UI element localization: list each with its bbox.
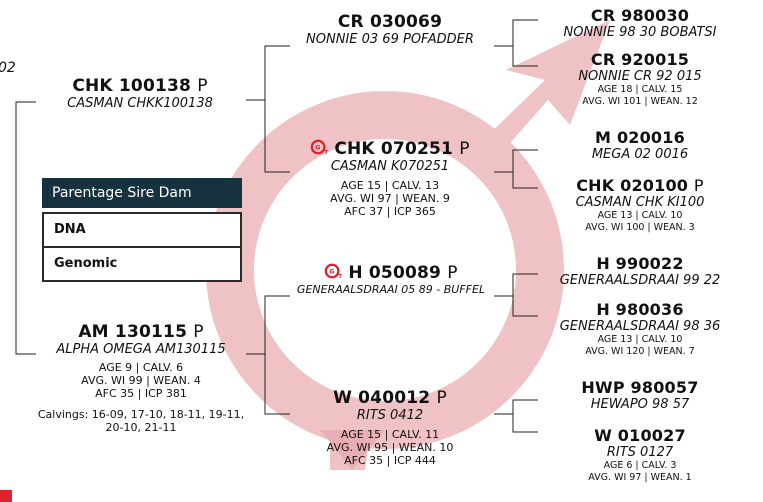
legend-item-genomic: Genomic <box>42 248 242 282</box>
ggp-block: CR 980030 NONNIE 98 30 BOBATSI <box>540 6 740 40</box>
ggp-block: H 990022 GENERAALSDRAAI 99 22 <box>530 254 750 288</box>
dam-dam-stat: AFC 35 | ICP 444 <box>290 454 490 467</box>
dam-dam-stat: AGE 15 | CALV. 11 <box>290 428 490 441</box>
ggp-stat: AVG. WI 101 | WEAN. 12 <box>540 96 740 108</box>
ggp-block: W 010027 RITS 0127 AGE 6 | CALV. 3 AVG. … <box>540 426 740 483</box>
dam-stat: AGE 9 | CALV. 6 <box>36 361 246 374</box>
sire-id: CHK 100138 P <box>40 76 240 96</box>
ggp-block: CHK 020100 P CASMAN CHK KI100 AGE 13 | C… <box>540 176 740 233</box>
svg-text:T: T <box>339 274 343 280</box>
sire-sire-block: CR 030069 NONNIE 03 69 POFADDER <box>290 12 490 47</box>
sire-name: CASMAN CHKK100138 <box>40 96 240 111</box>
ggp-id: W 010027 <box>540 426 740 445</box>
ggp-stat: AVG. WI 120 | WEAN. 7 <box>530 346 750 358</box>
partial-left-text: 02 <box>0 60 16 76</box>
ggp-block: HWP 980057 HEWAPO 98 57 <box>540 378 740 412</box>
ggp-block: H 980036 GENERAALSDRAAI 98 36 AGE 13 | C… <box>530 300 750 357</box>
dam-stat: AFC 35 | ICP 381 <box>36 387 246 400</box>
legend-header: Parentage Sire Dam <box>42 178 242 208</box>
ggp-name: HEWAPO 98 57 <box>540 397 740 412</box>
ggp-id: M 020016 <box>540 128 740 147</box>
ggp-stat: AGE 6 | CALV. 3 <box>540 460 740 472</box>
dam-stat: AVG. WI 99 | WEAN. 4 <box>36 374 246 387</box>
legend: Parentage Sire Dam DNA Genomic <box>42 178 242 282</box>
ggp-name: NONNIE CR 92 015 <box>540 69 740 84</box>
ggp-name: MEGA 02 0016 <box>540 147 740 162</box>
ggp-name: GENERAALSDRAAI 98 36 <box>530 319 750 334</box>
sire-dam-stat: AGE 15 | CALV. 13 <box>290 179 490 192</box>
ggp-stat: AGE 18 | CALV. 15 <box>540 84 740 96</box>
red-mark <box>0 490 12 502</box>
ggp-stat: AGE 13 | CALV. 10 <box>540 210 740 222</box>
legend-item-dna: DNA <box>42 212 242 248</box>
sire-dam-stat: AFC 37 | ICP 365 <box>290 205 490 218</box>
ggp-name: GENERAALSDRAAI 99 22 <box>530 273 750 288</box>
svg-text:G: G <box>316 145 321 152</box>
genomic-tested-icon: GT <box>310 138 328 156</box>
dam-calvings: Calvings: 16-09, 17-10, 18-11, 19-11, <box>36 408 246 421</box>
svg-text:T: T <box>325 150 329 156</box>
ggp-id: CHK 020100 P <box>540 176 740 195</box>
ggp-id: HWP 980057 <box>540 378 740 397</box>
dam-block: AM 130115 P ALPHA OMEGA AM130115 AGE 9 |… <box>36 322 246 434</box>
genomic-tested-icon: GT <box>324 262 342 280</box>
ggp-id: H 980036 <box>530 300 750 319</box>
ggp-name: RITS 0127 <box>540 445 740 460</box>
dam-id: AM 130115 P <box>36 322 246 342</box>
dam-name: ALPHA OMEGA AM130115 <box>36 342 246 357</box>
sire-dam-stat: AVG. WI 97 | WEAN. 9 <box>290 192 490 205</box>
ggp-name: CASMAN CHK KI100 <box>540 195 740 210</box>
dam-dam-stat: AVG. WI 95 | WEAN. 10 <box>290 441 490 454</box>
sire-dam-name: CASMAN K070251 <box>290 159 490 174</box>
ggp-id: H 990022 <box>530 254 750 273</box>
dam-dam-block: W 040012 P RITS 0412 AGE 15 | CALV. 11 A… <box>290 388 490 467</box>
ggp-stat: AGE 13 | CALV. 10 <box>530 334 750 346</box>
ggp-id: CR 920015 <box>540 50 740 69</box>
ggp-id: CR 980030 <box>540 6 740 25</box>
ggp-stat: AVG. WI 100 | WEAN. 3 <box>540 222 740 234</box>
dam-dam-id: W 040012 P <box>290 388 490 408</box>
dam-sire-name: GENERAALSDRAAI 05 89 - BUFFEL <box>280 283 502 296</box>
ggp-block: CR 920015 NONNIE CR 92 015 AGE 18 | CALV… <box>540 50 740 107</box>
sire-sire-id: CR 030069 <box>290 12 490 32</box>
sire-block: CHK 100138 P CASMAN CHKK100138 <box>40 76 240 111</box>
svg-text:G: G <box>330 269 335 276</box>
dam-calvings: 20-10, 21-11 <box>36 421 246 434</box>
sire-sire-name: NONNIE 03 69 POFADDER <box>290 32 490 47</box>
dam-dam-name: RITS 0412 <box>290 408 490 423</box>
ggp-name: NONNIE 98 30 BOBATSI <box>540 25 740 40</box>
ggp-stat: AVG. WI 97 | WEAN. 1 <box>540 472 740 484</box>
ggp-block: M 020016 MEGA 02 0016 <box>540 128 740 162</box>
